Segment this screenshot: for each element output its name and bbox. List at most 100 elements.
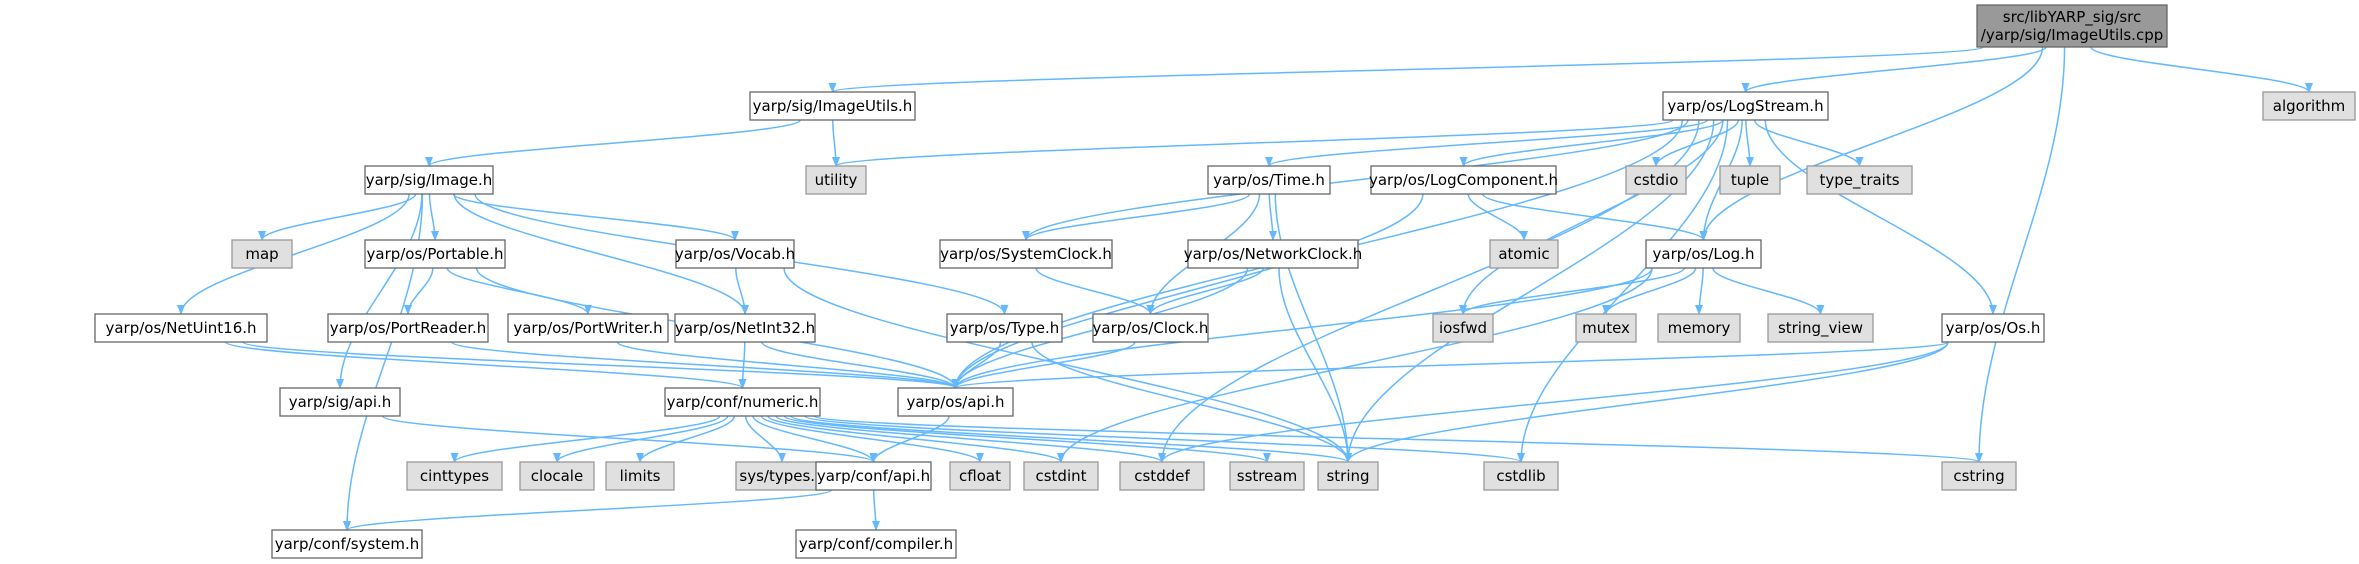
node-box (1187, 239, 1359, 269)
node-netuint16[interactable]: yarp/os/NetUint16.h (94, 313, 268, 343)
node-box (1662, 91, 1829, 121)
node-box (507, 313, 669, 343)
edge-numeric-to-cinttypes (450, 415, 721, 463)
node-limits: limits (605, 461, 675, 491)
node-label: algorithm (2273, 97, 2345, 115)
node-portable[interactable]: yarp/os/Portable.h (364, 239, 506, 269)
node-label: memory (1668, 319, 1731, 337)
edge-numeric-to-confapi (752, 415, 878, 463)
node-netint32[interactable]: yarp/os/NetInt32.h (674, 313, 816, 343)
edge-root-to-log (1699, 46, 2044, 241)
node-system[interactable]: yarp/conf/system.h (271, 529, 423, 559)
node-label: iosfwd (1439, 319, 1487, 337)
node-tuple: tuple (1719, 165, 1781, 195)
node-label: clocale (531, 467, 583, 485)
node-type[interactable]: yarp/os/Type.h (946, 313, 1063, 343)
node-box (749, 91, 916, 121)
node-compiler[interactable]: yarp/conf/compiler.h (795, 529, 957, 559)
edge-logstream-to-utility (832, 119, 1674, 167)
edge-log-to-memory (1695, 267, 1704, 315)
node-time[interactable]: yarp/os/Time.h (1207, 165, 1331, 195)
node-box (1229, 461, 1305, 491)
node-logstream[interactable]: yarp/os/LogStream.h (1662, 91, 1829, 121)
node-box (1806, 165, 1913, 195)
node-box (1575, 313, 1637, 343)
node-networkclock[interactable]: yarp/os/NetworkClock.h (1184, 239, 1363, 269)
node-numeric[interactable]: yarp/conf/numeric.h (664, 387, 821, 417)
node-box (664, 387, 821, 417)
node-box (1483, 461, 1559, 491)
node-logcomponent[interactable]: yarp/os/LogComponent.h (1369, 165, 1558, 195)
node-label: /yarp/sig/ImageUtils.cpp (1981, 26, 2163, 44)
node-box (519, 461, 595, 491)
node-label: yarp/conf/compiler.h (799, 535, 953, 553)
node-label: utility (815, 171, 858, 189)
node-cfloat: cfloat (949, 461, 1011, 491)
edge-logstream-to-cstdio (1652, 119, 1740, 167)
node-box (1370, 165, 1557, 195)
node-box (94, 313, 268, 343)
edge-confapi-to-compiler (871, 489, 880, 531)
edge-image-to-netint32 (453, 193, 749, 315)
node-log[interactable]: yarp/os/Log.h (1645, 239, 1762, 269)
node-label: yarp/os/Os.h (1946, 319, 2041, 337)
node-imageutils[interactable]: yarp/sig/ImageUtils.h (749, 91, 916, 121)
node-box (1489, 239, 1559, 269)
node-box (231, 239, 293, 269)
node-label: yarp/conf/api.h (817, 467, 930, 485)
node-clock[interactable]: yarp/os/Clock.h (1092, 313, 1209, 343)
edge-log-to-cstdint (1057, 267, 1653, 463)
node-osapi[interactable]: yarp/os/api.h (897, 387, 1014, 417)
node-image[interactable]: yarp/sig/Image.h (364, 165, 494, 195)
node-box (1657, 313, 1741, 343)
node-root[interactable]: src/libYARP_sig/src/yarp/sig/ImageUtils.… (1976, 4, 2168, 48)
edge-image-to-netuint16 (177, 193, 410, 315)
node-label: yarp/os/NetInt32.h (675, 319, 815, 337)
edge-systemclock-to-clock (1035, 267, 1155, 315)
edge-root-to-logstream (1741, 46, 2047, 93)
edge-vocab-to-netint32 (735, 267, 749, 315)
node-label: yarp/conf/system.h (275, 535, 420, 553)
node-label: cstdio (1634, 171, 1679, 189)
node-iosfwd: iosfwd (1432, 313, 1494, 343)
edge-numeric-to-cstddef (775, 415, 1166, 463)
node-cinttypes: cinttypes (406, 461, 503, 491)
node-os[interactable]: yarp/os/Os.h (1941, 313, 2045, 343)
node-box (897, 387, 1014, 417)
edge-confapi-to-system (343, 489, 833, 531)
edge-numeric-to-cfloat (760, 415, 984, 463)
edge-numeric-to-sstream (783, 415, 1271, 463)
node-box (1023, 461, 1099, 491)
node-clocale: clocale (519, 461, 595, 491)
node-label: yarp/os/PortWriter.h (513, 319, 662, 337)
node-box (939, 239, 1113, 269)
node-label: yarp/os/Time.h (1213, 171, 1325, 189)
edge-numeric-to-string (790, 415, 1352, 463)
edge-time-to-systemclock (1022, 193, 1251, 241)
node-box (1941, 313, 2045, 343)
node-cstdlib: cstdlib (1483, 461, 1559, 491)
node-confapi[interactable]: yarp/conf/api.h (815, 461, 932, 491)
node-box (605, 461, 675, 491)
edge-os-to-osapi (952, 341, 1949, 389)
edge-logstream-to-systemclock (1022, 119, 1689, 241)
node-label: type_traits (1819, 171, 1899, 190)
node-systypes: sys/types.h (735, 461, 829, 491)
node-label: limits (620, 467, 661, 485)
node-label: yarp/os/Log.h (1653, 245, 1755, 263)
node-portwriter[interactable]: yarp/os/PortWriter.h (507, 313, 669, 343)
node-systemclock[interactable]: yarp/os/SystemClock.h (939, 239, 1113, 269)
edge-netuint16-to-numeric (225, 341, 747, 389)
edge-netuint16-to-osapi (242, 341, 960, 389)
node-label: yarp/sig/Image.h (366, 171, 493, 189)
edge-type-to-string (1031, 341, 1352, 463)
node-box (1207, 165, 1331, 195)
node-box (364, 239, 506, 269)
edge-image-to-vocab (452, 193, 739, 241)
node-vocab[interactable]: yarp/os/Vocab.h (675, 239, 795, 269)
edge-image-to-sigapi (336, 193, 423, 389)
edge-os-to-cstddef (1158, 341, 1949, 463)
node-portreader[interactable]: yarp/os/PortReader.h (327, 313, 489, 343)
node-sigapi[interactable]: yarp/sig/api.h (279, 387, 401, 417)
